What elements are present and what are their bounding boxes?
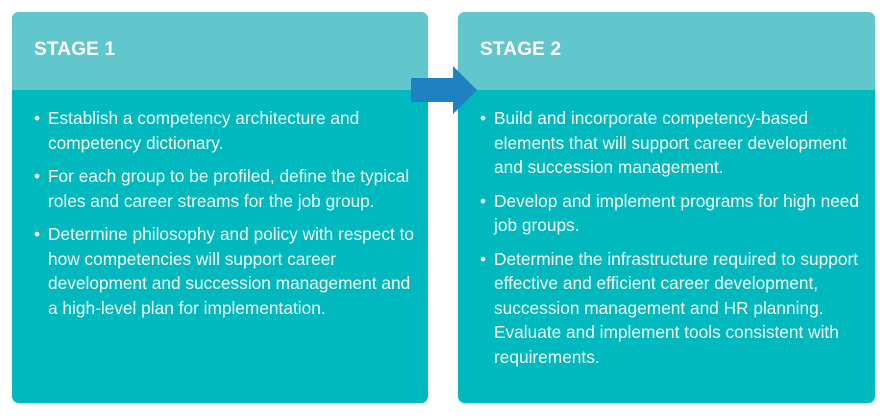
list-item: •Determine the infrastructure required t…	[480, 248, 859, 367]
arrow-right-icon	[411, 66, 477, 114]
stage-1-list: •Establish a competency architecture and…	[12, 90, 428, 320]
list-item: •Establish a competency architecture and…	[34, 108, 360, 153]
stage-2-header: STAGE 2	[458, 12, 875, 90]
stage-2-card: STAGE 2 •Build and incorporate competenc…	[458, 12, 875, 403]
list-item: •Develop and implement programs for high…	[480, 190, 860, 236]
list-item: •Determine philosophy and policy with re…	[34, 224, 414, 318]
bullet-icon: •	[34, 108, 41, 128]
bullet-icon: •	[34, 166, 41, 186]
stage-1-title: STAGE 1	[34, 39, 116, 60]
bullet-icon: •	[34, 224, 41, 244]
bullet-icon: •	[480, 108, 487, 128]
stage-2-list: •Build and incorporate competency-based …	[458, 90, 875, 369]
stage-2-title: STAGE 2	[480, 39, 562, 60]
list-item: •For each group to be profiled, define t…	[34, 166, 410, 211]
stage-1-header: STAGE 1	[12, 12, 428, 90]
list-item: •Build and incorporate competency-based …	[480, 108, 847, 177]
stage-1-card: STAGE 1 •Establish a competency architec…	[12, 12, 428, 403]
bullet-icon: •	[480, 190, 487, 211]
bullet-icon: •	[480, 248, 487, 269]
